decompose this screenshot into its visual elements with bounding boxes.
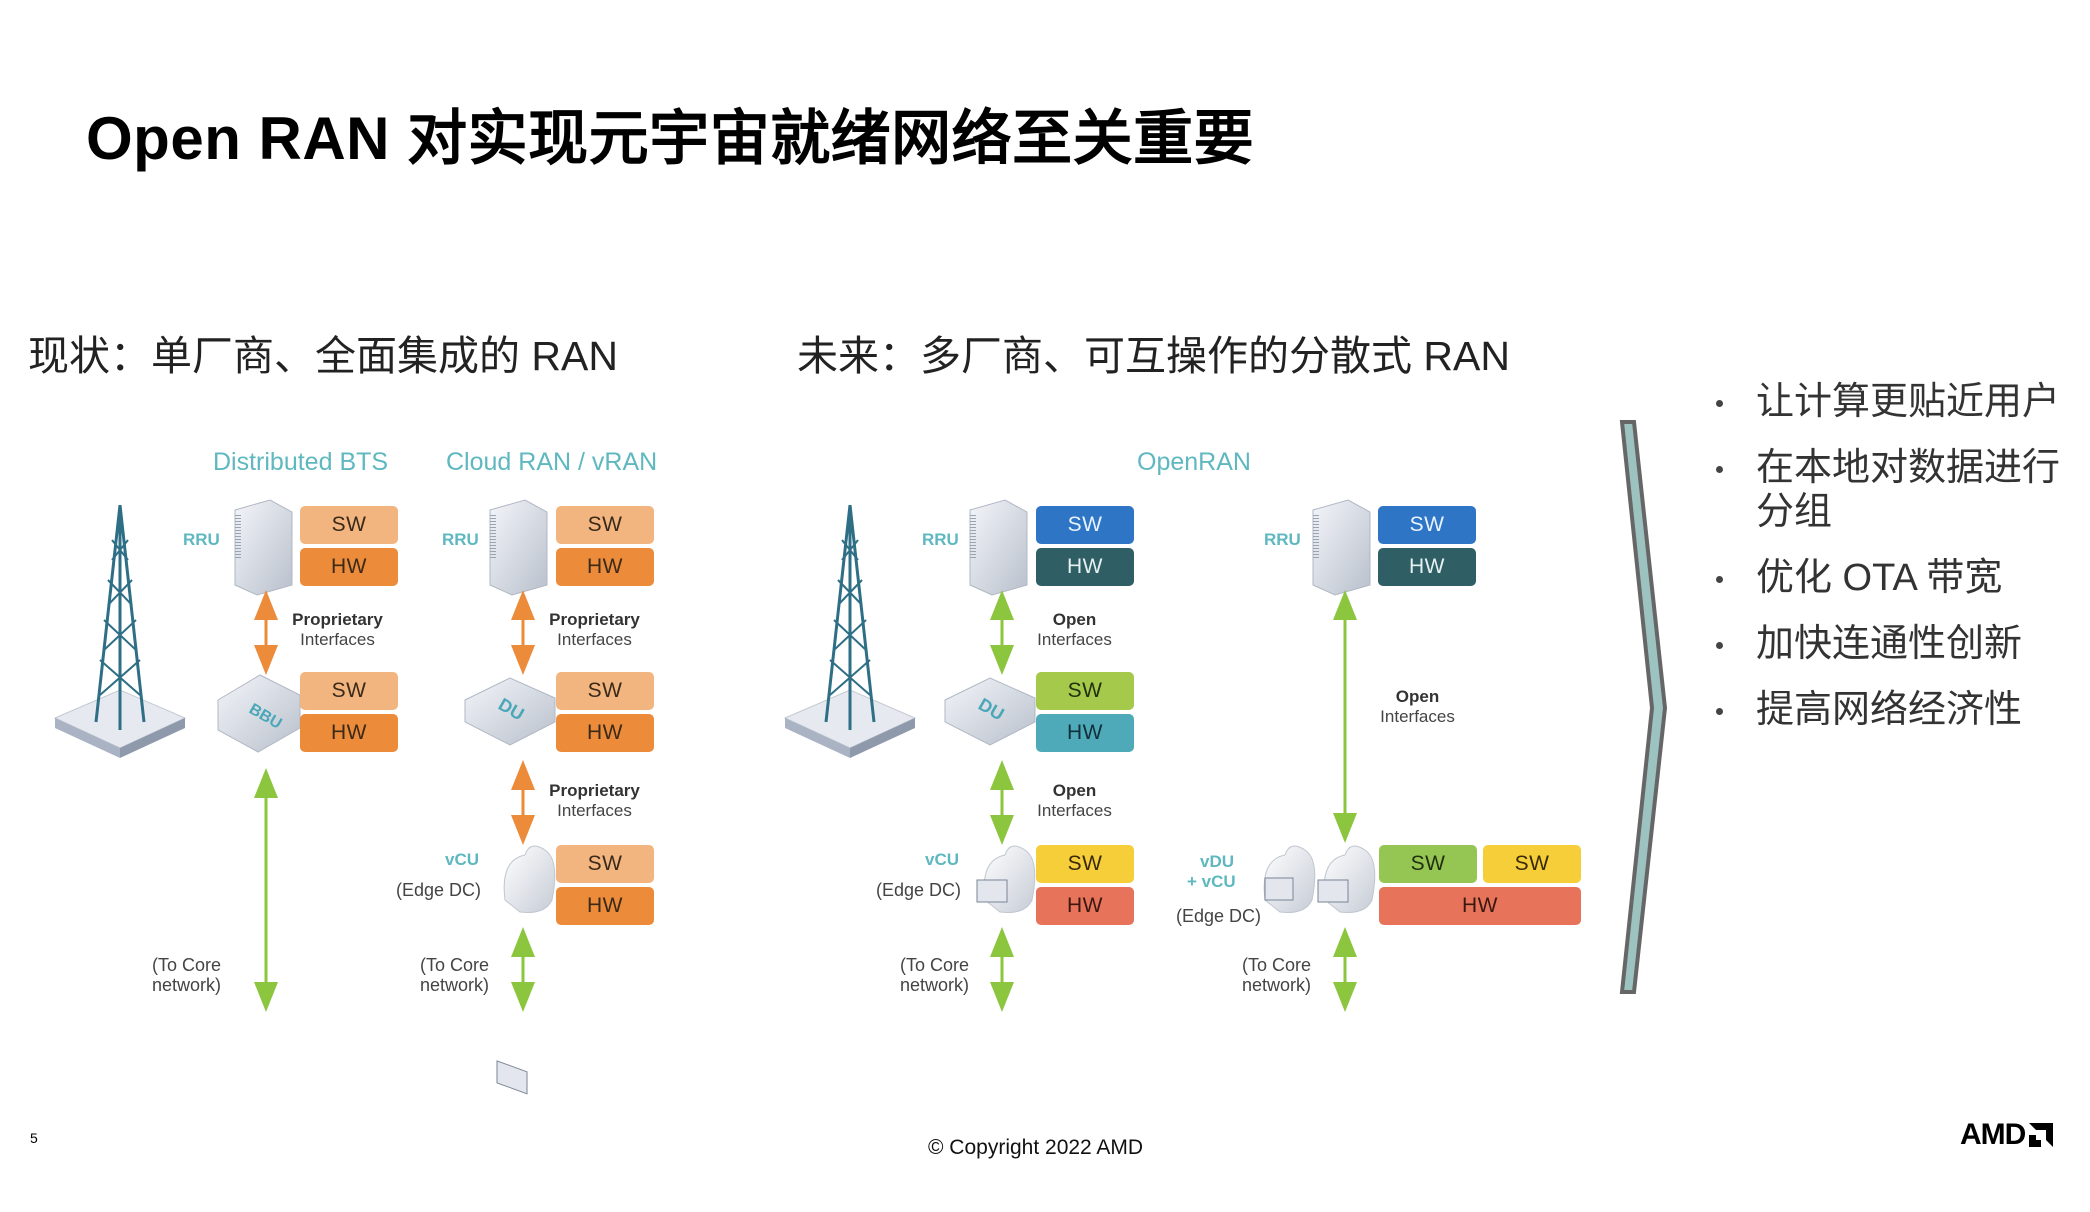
sw-box: SW bbox=[1036, 672, 1134, 710]
bullet-icon bbox=[1716, 576, 1723, 583]
benefit-text: 让计算更贴近用户 bbox=[1756, 381, 2061, 423]
to-core-network-label: (To Core network) bbox=[152, 955, 222, 995]
hw-box: HW bbox=[1036, 887, 1134, 925]
interface-word: Interfaces bbox=[1037, 630, 1112, 649]
du-device-icon: DU bbox=[464, 677, 556, 746]
edge-cloud-icon bbox=[496, 845, 556, 1095]
cell-tower-icon bbox=[53, 504, 187, 758]
rru-label: RRU bbox=[183, 530, 220, 549]
cell-tower-icon bbox=[783, 504, 917, 758]
rru-label: RRU bbox=[1264, 530, 1301, 549]
to-core-network-label: (To Core network) bbox=[900, 955, 970, 995]
vcu-label: vCU bbox=[925, 850, 960, 869]
vcu-label: vCU bbox=[445, 850, 480, 869]
to-core-network-label: (To Core network) bbox=[1242, 955, 1312, 995]
cloud-ran-title: Cloud RAN / vRAN bbox=[446, 448, 658, 476]
vcu-label: + vCU bbox=[1187, 872, 1236, 891]
interface-word: Interfaces bbox=[557, 801, 632, 820]
rru-device-icon bbox=[969, 499, 1028, 596]
bracket-chevron-icon bbox=[1619, 420, 1668, 994]
sw-box: SW bbox=[300, 506, 398, 544]
vdu-cloud-icon bbox=[1263, 845, 1316, 913]
list-item: 提高网络经济性 bbox=[1712, 688, 2082, 732]
edge-dc-label: (Edge DC) bbox=[1176, 906, 1262, 926]
openran-title: OpenRAN bbox=[1137, 448, 1251, 476]
sw-box: SW bbox=[1036, 845, 1134, 883]
interface-type: Proprietary bbox=[292, 610, 383, 629]
edge-dc-label: (Edge DC) bbox=[396, 880, 482, 900]
sw-box: SW bbox=[1036, 506, 1134, 544]
hw-box: HW bbox=[1036, 714, 1134, 752]
interface-type: Open bbox=[1052, 781, 1097, 800]
interface-word: Interfaces bbox=[1037, 801, 1112, 820]
current-state-heading: 现状：单厂商、全面集成的 RAN bbox=[28, 333, 618, 379]
vcu-cloud-icon bbox=[1317, 845, 1376, 913]
sw-box: SW bbox=[556, 845, 654, 883]
distributed-bts-title: Distributed BTS bbox=[213, 448, 389, 476]
to-core-network-label: (To Core network) bbox=[420, 955, 490, 995]
list-item: 让计算更贴近用户 bbox=[1712, 380, 2082, 424]
amd-arrow-icon bbox=[2029, 1123, 2054, 1147]
du-device-icon: DU bbox=[944, 677, 1036, 746]
bullet-icon bbox=[1716, 708, 1723, 715]
interface-word: Interfaces bbox=[557, 630, 632, 649]
list-item: 在本地对数据进行分组 bbox=[1712, 446, 2082, 534]
hw-box: HW bbox=[556, 714, 654, 752]
rru-device-icon bbox=[1312, 499, 1371, 596]
list-item: 优化 OTA 带宽 bbox=[1712, 556, 2082, 600]
sw-box: SW bbox=[1378, 506, 1476, 544]
interface-word: Interfaces bbox=[300, 630, 375, 649]
benefit-text: 提高网络经济性 bbox=[1756, 689, 2023, 731]
hw-box: HW bbox=[1378, 548, 1476, 586]
bullet-icon bbox=[1716, 642, 1723, 649]
slide-title: Open RAN 对实现元宇宙就绪网络至关重要 bbox=[86, 105, 1255, 172]
copyright-text: © Copyright 2022 AMD bbox=[928, 1136, 1144, 1159]
amd-logo-text: AMD bbox=[1960, 1118, 2026, 1151]
interface-type: Proprietary bbox=[549, 610, 640, 629]
hw-box: HW bbox=[556, 548, 654, 586]
bullet-icon bbox=[1716, 466, 1723, 473]
sw-box: SW bbox=[556, 506, 654, 544]
edge-dc-label: (Edge DC) bbox=[876, 880, 962, 900]
amd-logo: AMD bbox=[1960, 1118, 2055, 1152]
interface-type: Proprietary bbox=[549, 781, 640, 800]
hw-box: HW bbox=[556, 887, 654, 925]
page-number: 5 bbox=[30, 1130, 38, 1146]
sw-box: SW bbox=[556, 672, 654, 710]
sw-box: SW bbox=[1379, 845, 1477, 883]
benefit-text: 在本地对数据进行分组 bbox=[1756, 447, 2061, 533]
list-item: 加快连通性创新 bbox=[1712, 622, 2082, 666]
interface-type: Open bbox=[1052, 610, 1097, 629]
vdu-label: vDU bbox=[1200, 852, 1235, 871]
edge-cloud-icon bbox=[976, 845, 1036, 913]
benefits-list: 让计算更贴近用户 在本地对数据进行分组 优化 OTA 带宽 加快连通性创新 提高… bbox=[1712, 380, 2082, 754]
bullet-icon bbox=[1716, 400, 1723, 407]
interface-word: Interfaces bbox=[1380, 707, 1455, 726]
bbu-device-icon: BBU bbox=[217, 674, 301, 753]
rru-device-icon bbox=[234, 499, 293, 596]
sw-box: SW bbox=[300, 672, 398, 710]
rru-label: RRU bbox=[922, 530, 959, 549]
rru-label: RRU bbox=[442, 530, 479, 549]
benefit-text: 加快连通性创新 bbox=[1756, 623, 2023, 665]
interface-type: Open bbox=[1395, 687, 1440, 706]
rru-device-icon bbox=[489, 499, 548, 596]
hw-box: HW bbox=[1036, 548, 1134, 586]
sw-box: SW bbox=[1483, 845, 1581, 883]
future-state-heading: 未来：多厂商、可互操作的分散式 RAN bbox=[797, 333, 1510, 379]
hw-box: HW bbox=[300, 714, 398, 752]
hw-box: HW bbox=[1379, 887, 1581, 925]
benefit-text: 优化 OTA 带宽 bbox=[1756, 557, 2003, 599]
hw-box: HW bbox=[300, 548, 398, 586]
